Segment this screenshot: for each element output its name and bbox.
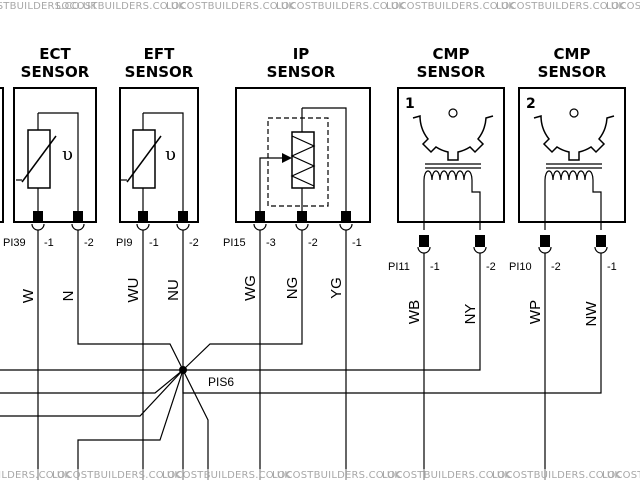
svg-text:LOCOSTBUILDERS.CO.UK: LOCOSTBUILDERS.CO.UK [52,470,181,480]
ip-title-1: IP [293,45,310,63]
cmp1-pin-1: -1 [430,261,440,273]
cmp-sensor-1: 1 [397,87,505,230]
ect-thermistor [27,129,51,189]
splice-label: PIS6 [208,375,234,389]
cmp1-sensor-box [397,87,505,223]
svg-text:LOCOSTBUILDERS.CO.UK: LOCOSTBUILDERS.CO.UK [56,1,185,12]
svg-text:LOCOSTBUILDERS.CO.UK: LOCOSTBUILDERS.CO.UK [492,470,621,480]
pin-labels: PI39 -1 -2 PI9 -1 -2 PI15 -3 -2 -1 PI11 … [3,237,617,273]
ect-terminal-1 [33,211,43,223]
svg-text:LOCOSTBUILDERS.CO.UK: LOCOSTBUILDERS.CO.UK [382,470,511,480]
splice-dot [179,366,187,374]
wire-label-wg: WG [242,275,259,301]
svg-text:LOCOSTBUILDERS.CO.UK: LOCOSTBUILDERS.CO.UK [602,470,640,480]
cmp1-title-1: CMP [433,45,470,63]
ip-title-2: SENSOR [267,63,336,81]
eft-terminal-1 [138,211,148,223]
svg-text:LOCOSTBUILDERS.CO.UK: LOCOSTBUILDERS.CO.UK [606,1,640,12]
eft-thermistor-symbol: υ [165,144,176,165]
ect-title-1: ECT [39,45,71,63]
cmp-plugs [419,235,606,247]
eft-thermistor [132,129,156,189]
wire-label-yg: YG [328,277,345,299]
svg-text:LOCOSTBUILDERS.CO.UK: LOCOSTBUILDERS.CO.UK [386,1,515,12]
wire-label-nu: NU [165,279,182,301]
cmp2-number: 2 [526,96,536,112]
wire-ny [183,253,481,371]
connector-pi11: PI11 [388,261,410,273]
wires [0,230,602,480]
eft-terminal-2 [178,211,188,223]
ect-thermistor-symbol: υ [62,144,73,165]
eft-sensor-box [119,87,199,223]
cmp2-pin-2: -2 [551,261,561,273]
wire-label-n: N [60,291,77,302]
svg-text:LOCOSTBUILDERS.CO.UK: LOCOSTBUILDERS.CO.UK [272,470,401,480]
connector-pi15: PI15 [223,237,246,249]
wire-labels: W N WU NU WG NG YG WB NY WP NW [20,275,600,326]
ip-pin-1: -1 [352,237,362,249]
watermark-bottom: LOCOSTBUILDERS.CO.UK LOCOSTBUILDERS.CO.U… [0,469,640,480]
svg-text:LOCOSTBUILDERS.CO.UK: LOCOSTBUILDERS.CO.UK [166,1,295,12]
ect-sensor: υ [13,87,97,223]
ect-pin-1: -1 [44,237,54,249]
cmp1-title-2: SENSOR [417,63,486,81]
sensor-titles: ECT SENSOR EFT SENSOR IP SENSOR CMP SENS… [21,45,607,81]
cmp2-title-2: SENSOR [538,63,607,81]
ip-terminal-2 [297,211,307,223]
ect-sensor-box [13,87,97,223]
ect-pin-2: -2 [84,237,94,249]
cmp1-pin-2: -2 [486,261,496,273]
ip-dashed-housing [267,117,329,207]
eft-pin-2: -2 [189,237,199,249]
connector-pi39: PI39 [3,237,26,249]
wire-ng [182,230,303,371]
connector-pi9: PI9 [116,237,133,249]
cmp1-number: 1 [405,96,415,112]
svg-text:LOCOSTBUILDERS.CO.UK: LOCOSTBUILDERS.CO.UK [496,1,625,12]
ip-pin-3: -3 [266,237,276,249]
wire-label-ng: NG [284,277,301,300]
cmp1-reluctor [412,115,494,161]
cmp2-coil [544,170,602,230]
svg-text:LOCOSTBUILDERS.CO.UK: LOCOSTBUILDERS.CO.UK [162,470,291,480]
ip-pin-2: -2 [308,237,318,249]
wire-label-wu: WU [125,278,142,303]
svg-text:LOCOSTBUILDERS.CO.UK: LOCOSTBUILDERS.CO.UK [0,1,97,12]
cmp2-sensor-box [518,87,626,223]
eft-title-1: EFT [144,45,175,63]
eft-pin-1: -1 [149,237,159,249]
ip-terminal-3 [255,211,265,223]
svg-text:LOCOSTBUILDERS.CO.UK: LOCOSTBUILDERS.CO.UK [0,470,71,480]
connector-pi10: PI10 [509,261,532,273]
ip-potentiometer [291,131,315,189]
cmp2-reluctor [533,115,615,161]
ect-terminal-2 [73,211,83,223]
wire-label-wp: WP [527,300,544,324]
ip-sensor [235,87,371,223]
eft-sensor: υ [119,87,199,223]
svg-text:LOCOSTBUILDERS.CO.UK: LOCOSTBUILDERS.CO.UK [276,1,405,12]
cmp-sensor-2: 2 [518,87,626,230]
cmp1-coil [423,170,481,230]
partial-left-box [0,87,4,223]
ip-terminal-1 [341,211,351,223]
eft-title-2: SENSOR [125,63,194,81]
wire-label-nw: NW [583,301,600,327]
ect-title-2: SENSOR [21,63,90,81]
watermark-top: LOCOSTBUILDERS.CO.UK LOCOSTBUILDERS.CO.U… [0,1,640,12]
wire-label-w: W [20,288,37,303]
ip-sensor-box [235,87,371,223]
cmp2-pin-1: -1 [607,261,617,273]
wire-label-ny: NY [462,304,479,325]
wire-n [77,230,184,371]
cmp2-title-1: CMP [554,45,591,63]
wire-label-wb: WB [406,300,423,324]
